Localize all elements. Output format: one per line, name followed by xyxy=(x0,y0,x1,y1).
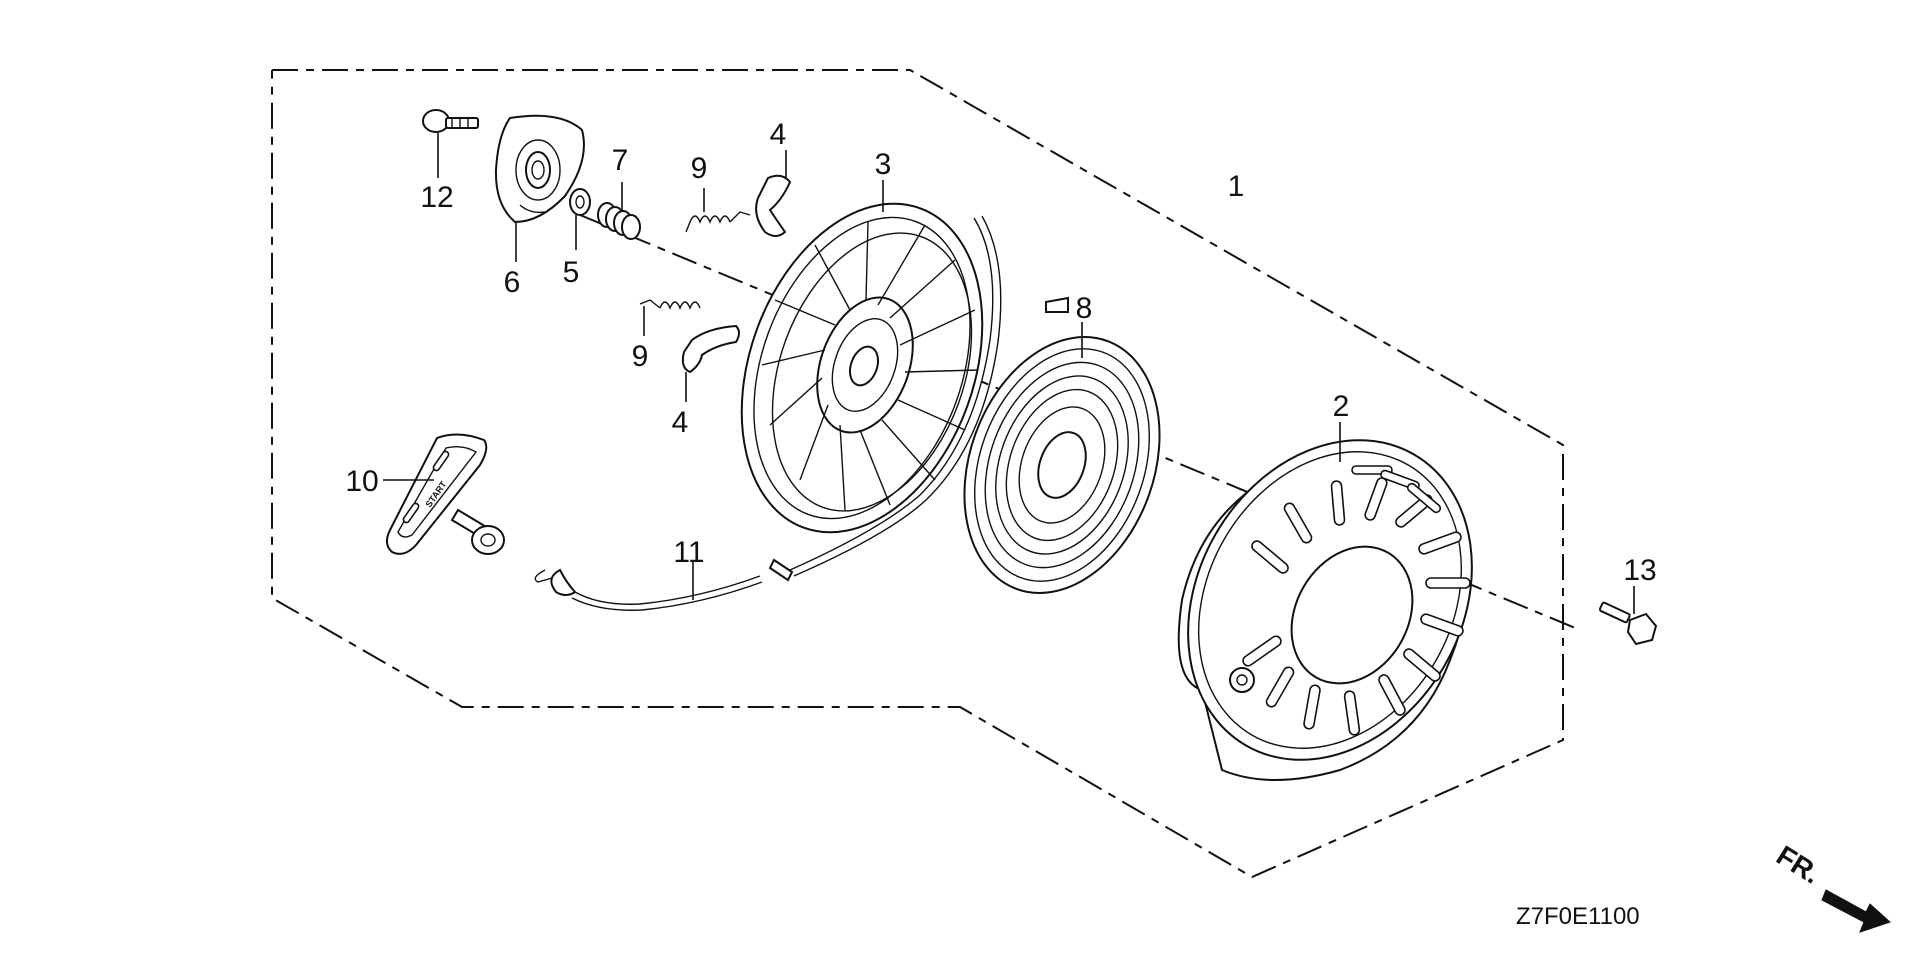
small-spring-part-9-upper xyxy=(685,188,751,233)
callout-3: 3 xyxy=(875,148,892,181)
callout-12: 12 xyxy=(420,181,453,214)
starter-rope-part-11 xyxy=(534,215,1002,611)
front-direction-indicator: FR. xyxy=(1771,840,1891,933)
recoil-spring-part-8 xyxy=(963,296,1161,594)
callout-9-upper: 9 xyxy=(691,152,708,185)
starter-grip-part-10: START xyxy=(383,433,505,555)
callout-11: 11 xyxy=(673,536,704,569)
callout-5: 5 xyxy=(563,256,580,289)
spring-part-7 xyxy=(597,182,641,240)
assembly-boundary xyxy=(271,69,1564,879)
callout-9-lower: 9 xyxy=(632,340,649,373)
washer-part-5 xyxy=(569,188,591,250)
diagram-code: Z7F0E1100 xyxy=(1516,903,1640,930)
callout-7: 7 xyxy=(612,144,629,177)
callout-10: 10 xyxy=(345,465,378,498)
callout-1: 1 xyxy=(1228,170,1245,203)
ratchet-pawl-part-4-upper xyxy=(755,150,792,237)
callout-4-lower: 4 xyxy=(672,406,689,439)
ratchet-pawl-part-4-lower xyxy=(681,324,740,402)
fr-label: FR. xyxy=(1771,840,1826,890)
drive-plate-part-6 xyxy=(494,114,585,262)
bolt-part-12 xyxy=(422,109,479,178)
callout-4-upper: 4 xyxy=(770,118,787,151)
callout-2: 2 xyxy=(1333,390,1350,423)
small-spring-part-9-lower xyxy=(639,299,701,336)
front-arrow-icon xyxy=(1821,889,1891,933)
starter-case-part-2 xyxy=(1177,422,1473,781)
reel-part-3 xyxy=(740,180,984,534)
callout-13: 13 xyxy=(1623,554,1656,587)
callout-6: 6 xyxy=(504,266,521,299)
callout-8: 8 xyxy=(1076,292,1093,325)
flange-bolt-part-13 xyxy=(1598,586,1658,646)
